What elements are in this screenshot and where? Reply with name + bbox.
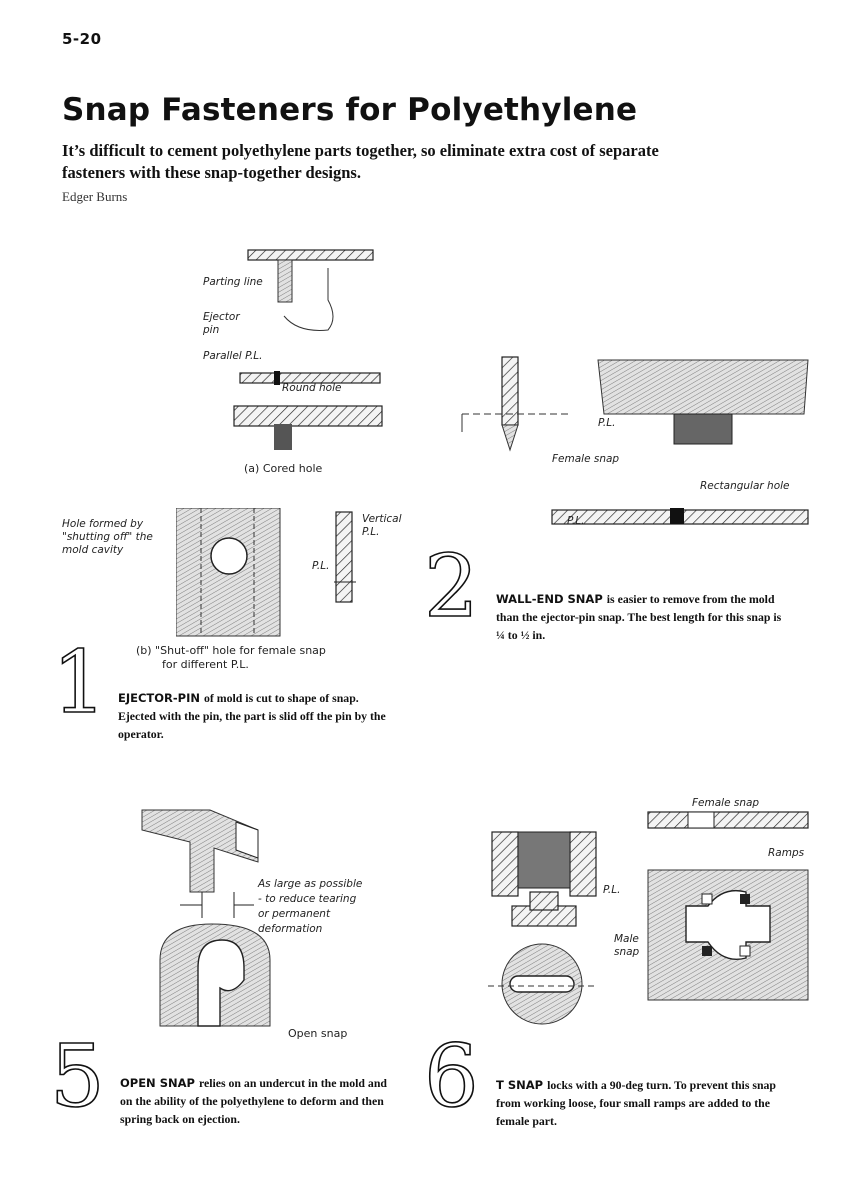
section-number-2: 2 <box>423 537 479 637</box>
as-large-label: As large as possible - to reduce tearing… <box>258 878 363 935</box>
fig1a-illustration <box>233 249 383 450</box>
section1-description: EJECTOR-PIN of mold is cut to shape of s… <box>118 689 390 743</box>
section5-description: OPEN SNAP relies on an undercut in the m… <box>120 1074 396 1128</box>
male-snap-label: Male snap <box>614 933 640 958</box>
ramps-label: Ramps <box>768 847 805 859</box>
ejector-pin-label: Ejector pin <box>203 311 240 336</box>
vertical-pl-label: Vertical P.L. <box>362 513 402 538</box>
fig5-open-snap <box>140 800 410 1036</box>
shutoff-caption-line1: (b) "Shut-off" hole for female snap <box>136 644 326 657</box>
author: Edger Burns <box>62 189 128 204</box>
subtitle: It’s difficult to cement polyethylene pa… <box>62 141 659 182</box>
page-title: Snap Fasteners for Polyethylene <box>62 92 638 128</box>
section-number-6: 6 <box>423 1027 479 1127</box>
section2-description: WALL-END SNAP is easier to remove from t… <box>496 590 782 644</box>
section1-lead: EJECTOR-PIN <box>118 691 201 705</box>
fig1b-shutoff-hole <box>175 507 412 638</box>
hole-formed-label: Hole formed by "shutting off" the mold c… <box>62 518 153 556</box>
fig1a-cored-hole <box>228 238 398 453</box>
parallel-pl-label: Parallel P.L. <box>203 350 263 362</box>
cored-hole-caption: (a) Cored hole <box>244 462 323 475</box>
section1-text: of mold is cut to shape of snap. Ejected… <box>118 691 386 741</box>
section2-text: is easier to remove from the mold than t… <box>496 592 782 642</box>
section6-description: T SNAP locks with a 90-deg turn. To prev… <box>496 1076 776 1130</box>
female-snap-label-2: Female snap <box>552 453 620 465</box>
fig5-illustration <box>141 809 271 1027</box>
section2-lead: WALL-END SNAP <box>496 592 603 606</box>
parting-line-label: Parting line <box>203 276 263 288</box>
section6-text: locks with a 90-deg turn. To prevent thi… <box>496 1078 776 1128</box>
pl-label-6: P.L. <box>603 884 621 896</box>
open-snap-caption: Open snap <box>288 1027 348 1040</box>
fig2-wall-end-snap <box>458 352 814 532</box>
pl-label-1b: P.L. <box>312 560 330 572</box>
section-number-5: 5 <box>49 1027 105 1127</box>
female-snap-label-6: Female snap <box>692 797 760 809</box>
round-hole-label: Round hole <box>282 382 342 394</box>
fig1b-illustration <box>175 507 356 637</box>
section-number-1: 1 <box>51 633 107 733</box>
page-number: 5-20 <box>62 30 102 48</box>
shutoff-caption-line2: for different P.L. <box>162 658 249 671</box>
fig6-illustration <box>488 811 809 1025</box>
section5-text: relies on an undercut in the mold and on… <box>120 1076 387 1126</box>
fig2-illustration <box>461 356 809 525</box>
pl-bottom-label: P.L. <box>567 515 585 527</box>
section6-lead: T SNAP <box>496 1078 544 1092</box>
fig6-t-snap <box>478 796 810 1032</box>
rectangular-hole-label: Rectangular hole <box>700 480 790 492</box>
pl-top-label: P.L. <box>598 417 616 429</box>
section5-lead: OPEN SNAP <box>120 1076 195 1090</box>
